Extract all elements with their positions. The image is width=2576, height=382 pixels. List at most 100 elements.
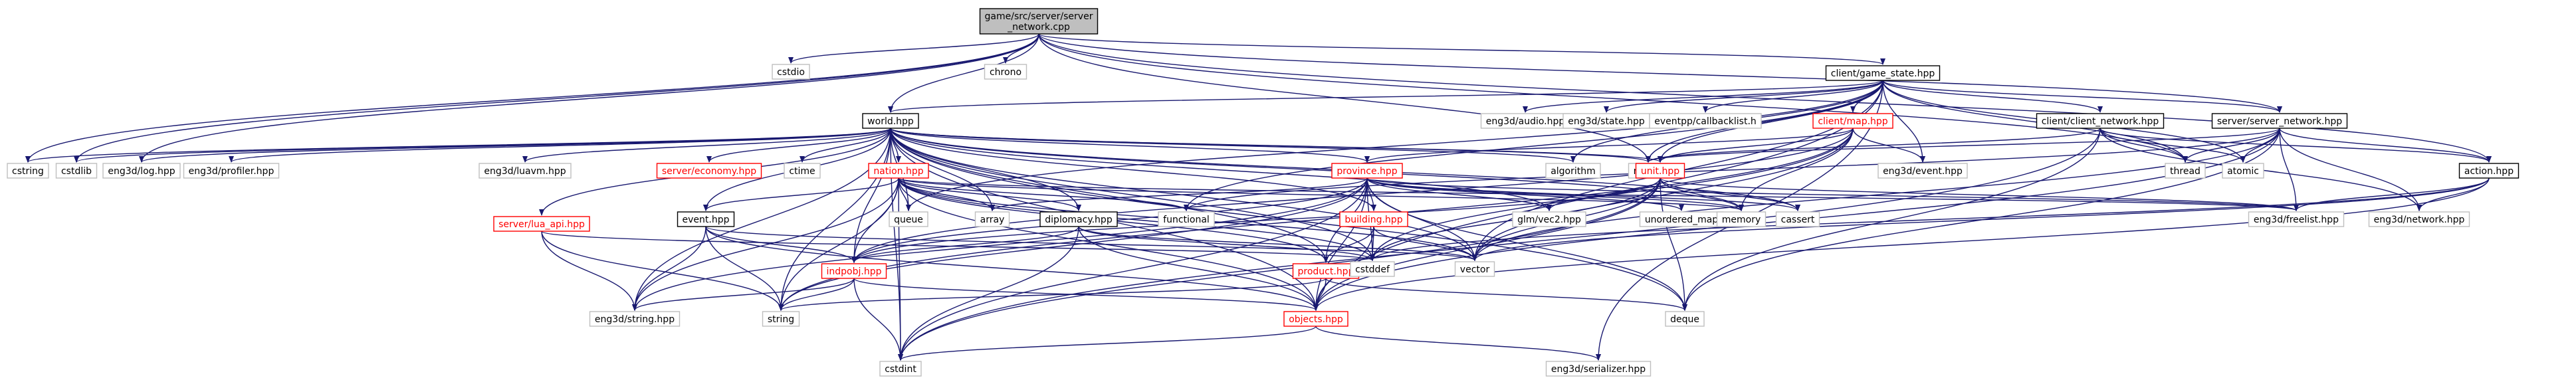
node-client-map[interactable]: client/map.hpp — [1812, 113, 1893, 129]
node-label: unit.hpp — [1641, 166, 1679, 177]
edge-server_server_network-to-mutex — [1646, 128, 2280, 163]
node-box — [984, 64, 1027, 80]
node-glm-vec2[interactable]: glm/vec2.hpp — [1512, 211, 1586, 227]
node-box — [2248, 211, 2345, 227]
node-deque[interactable]: deque — [1665, 311, 1705, 327]
node-root[interactable]: game/src/server/server_network.cpp — [979, 8, 1099, 35]
node-eng3d-network[interactable]: eng3d/network.hpp — [2368, 211, 2470, 227]
node-box — [772, 64, 810, 80]
node-cstdio[interactable]: cstdio — [772, 64, 810, 80]
edge-world-to-glm_vec2 — [890, 128, 1552, 211]
node-label: chrono — [990, 67, 1021, 78]
edge-product-to-string — [778, 278, 1327, 311]
node-unit[interactable]: unit.hpp — [1635, 163, 1685, 179]
edge-event-to-objects — [705, 226, 1319, 311]
node-array[interactable]: array — [974, 211, 1010, 227]
node-client-game-state[interactable]: client/game_state.hpp — [1825, 65, 1941, 81]
node-eng3d-luavm[interactable]: eng3d/luavm.hpp — [479, 163, 572, 179]
node-box — [2036, 113, 2165, 129]
node-label: eng3d/audio.hpp — [1486, 116, 1565, 127]
node-action[interactable]: action.hpp — [2458, 163, 2520, 179]
edge-root-to-thread — [1038, 33, 2188, 163]
node-server-economy[interactable]: server/economy.hpp — [656, 163, 762, 179]
node-world[interactable]: world.hpp — [862, 113, 919, 129]
node-eng3d-freelist[interactable]: eng3d/freelist.hpp — [2248, 211, 2345, 227]
node-eventpp[interactable]: eventpp/callbacklist.h — [1649, 113, 1762, 129]
edge-world-to-deque — [890, 128, 1687, 311]
node-box — [7, 163, 49, 179]
node-nation[interactable]: nation.hpp — [868, 163, 929, 179]
node-box — [762, 311, 800, 327]
node-objects[interactable]: objects.hpp — [1283, 311, 1348, 327]
edge-province-to-unordered_map — [1366, 177, 1684, 211]
edge-event-to-vector — [705, 226, 1477, 261]
node-chrono[interactable]: chrono — [984, 64, 1027, 80]
edge-root-to-cstdlib — [74, 33, 1039, 163]
node-atomic[interactable]: atomic — [2222, 163, 2264, 179]
node-indpobj[interactable]: indpobj.hpp — [821, 263, 887, 279]
node-box — [974, 211, 1010, 227]
edge-unit-to-memory — [1660, 177, 1744, 211]
node-vector[interactable]: vector — [1454, 261, 1495, 277]
edge-client_game_state-to-functional — [1184, 80, 1883, 211]
node-cstring[interactable]: cstring — [7, 163, 49, 179]
edge-world-to-string — [778, 128, 891, 311]
edge-province-to-glm_vec2 — [1366, 177, 1552, 211]
node-ctime[interactable]: ctime — [784, 163, 821, 179]
edge-province-to-array — [990, 177, 1368, 211]
node-label: eng3d/serializer.hpp — [1551, 364, 1646, 375]
node-cassert[interactable]: cassert — [1775, 211, 1820, 227]
node-eng3d-serializer[interactable]: eng3d/serializer.hpp — [1545, 361, 1652, 377]
edge-client_client_network-to-atomic — [2099, 128, 2246, 163]
edge-client_game_state-to-client_client_network — [1882, 80, 2103, 113]
node-box — [677, 211, 735, 227]
edge-server_lua_api-to-string — [541, 231, 784, 311]
node-queue[interactable]: queue — [889, 211, 928, 227]
node-thread[interactable]: thread — [2165, 163, 2206, 179]
node-box — [55, 163, 98, 179]
edge-client_client_network-to-thread — [2099, 128, 2188, 163]
node-box — [1825, 65, 1941, 81]
node-label: vector — [1460, 264, 1490, 275]
node-eng3d-profiler[interactable]: eng3d/profiler.hpp — [183, 163, 280, 179]
node-label: eng3d/network.hpp — [2374, 215, 2465, 225]
node-box — [1545, 163, 1601, 179]
node-string[interactable]: string — [762, 311, 800, 327]
node-diplomacy[interactable]: diplomacy.hpp — [1039, 211, 1118, 227]
node-eng3d-state[interactable]: eng3d/state.hpp — [1562, 113, 1650, 129]
node-building[interactable]: building.hpp — [1339, 211, 1408, 227]
node-cstdlib[interactable]: cstdlib — [55, 163, 98, 179]
node-box — [1545, 361, 1652, 377]
node-eng3d-log[interactable]: eng3d/log.hpp — [102, 163, 181, 179]
edge-world-to-ctime — [800, 128, 891, 163]
node-algorithm[interactable]: algorithm — [1545, 163, 1601, 179]
node-label: eng3d/freelist.hpp — [2254, 215, 2339, 225]
node-memory[interactable]: memory — [1716, 211, 1767, 227]
node-box — [889, 211, 928, 227]
node-box — [821, 263, 887, 279]
node-cstdint[interactable]: cstdint — [879, 361, 922, 377]
node-box — [479, 163, 572, 179]
node-eng3d-audio[interactable]: eng3d/audio.hpp — [1480, 113, 1570, 129]
node-event[interactable]: event.hpp — [677, 211, 735, 227]
node-label: cassert — [1781, 215, 1815, 225]
node-client-client-network[interactable]: client/client_network.hpp — [2036, 113, 2165, 129]
node-eng3d-string[interactable]: eng3d/string.hpp — [589, 311, 681, 327]
node-functional[interactable]: functional — [1158, 211, 1215, 227]
node-cstddef[interactable]: cstddef — [1350, 261, 1395, 277]
edge-world-to-server_economy — [706, 128, 891, 163]
edge-root-to-action — [1038, 33, 2492, 163]
node-province[interactable]: province.hpp — [1331, 163, 1403, 179]
edge-world-to-product — [890, 128, 1329, 263]
edge-server_server_network-to-eng3d_freelist — [2279, 128, 2299, 211]
node-label: objects.hpp — [1289, 314, 1343, 325]
node-product[interactable]: product.hpp — [1292, 263, 1360, 279]
edge-unit-to-cstdint — [898, 177, 1661, 361]
node-label: string — [768, 314, 794, 325]
node-server-lua-api[interactable]: server/lua_api.hpp — [493, 216, 590, 232]
node-server-server-network[interactable]: server/server_network.hpp — [2211, 113, 2348, 129]
edge-indpobj-to-string — [778, 278, 855, 311]
node-box — [1158, 211, 1215, 227]
node-eng3d-event[interactable]: eng3d/event.hpp — [1878, 163, 1968, 179]
node-unordered-map[interactable]: unordered_map — [1639, 211, 1724, 227]
